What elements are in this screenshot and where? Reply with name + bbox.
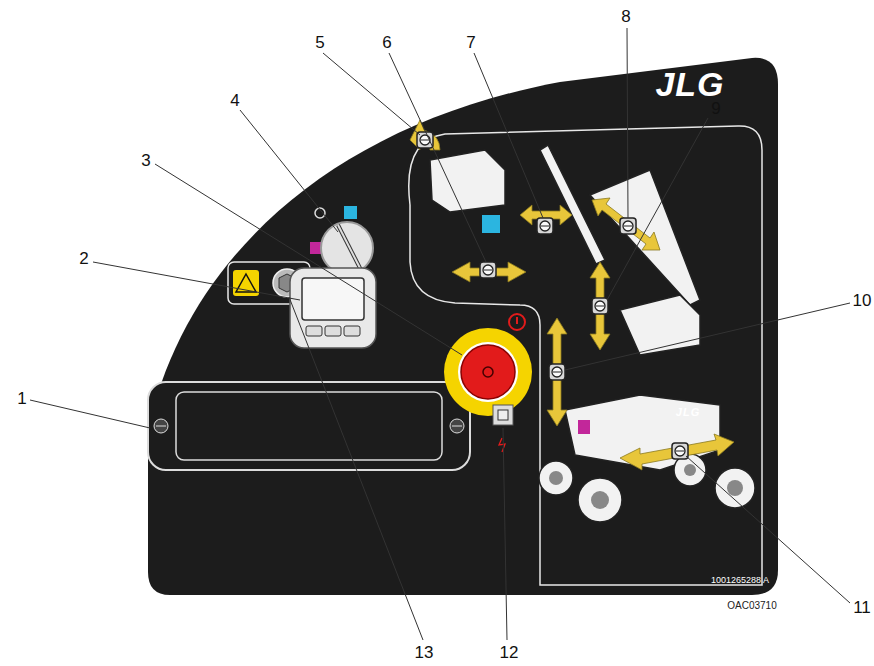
callout-number: 4 <box>230 92 239 109</box>
callout-number: 10 <box>853 292 872 309</box>
callout-number: 12 <box>500 644 519 661</box>
callout-number: 7 <box>466 34 475 51</box>
brand-logo: JLG <box>655 67 724 101</box>
callout-number: 8 <box>621 8 630 25</box>
callout-number: 13 <box>415 644 434 661</box>
callout-number: 2 <box>79 250 88 267</box>
callout-number: 5 <box>315 34 324 51</box>
callout-number: 6 <box>382 34 391 51</box>
brand-logo: JLG <box>676 407 700 418</box>
callout-number: 3 <box>141 152 150 169</box>
drawing-code: OAC03710 <box>727 601 776 611</box>
callout-number: 1 <box>17 390 26 407</box>
callout-number: 11 <box>853 599 871 616</box>
part-number: 1001265288 A <box>711 576 769 585</box>
callout-number: 9 <box>711 100 720 117</box>
